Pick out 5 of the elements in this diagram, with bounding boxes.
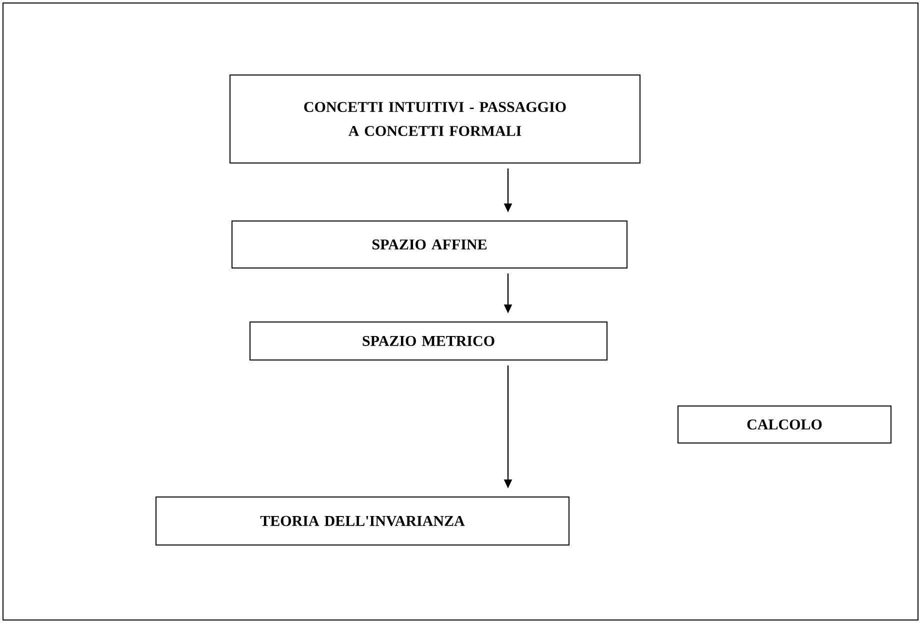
process-box: SPAZIO AFFINE	[232, 220, 628, 268]
process-box: SPAZIO METRICO	[250, 321, 608, 360]
process-box: CONCETTI INTUITIVI - PASSAGGIO A CONCETTI FORMALI	[230, 74, 640, 164]
process-box: CALCOLO	[678, 405, 892, 444]
process-box: TEORIA DELL'INVARIANZA	[156, 496, 570, 546]
